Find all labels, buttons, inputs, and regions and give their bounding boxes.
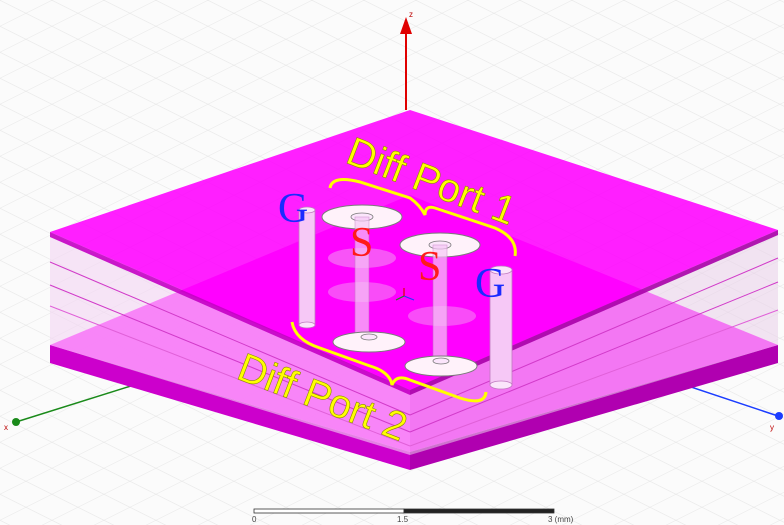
- signal-pad-bottom-right[interactable]: [404, 355, 478, 377]
- port2-brace: [290, 321, 488, 403]
- origin-triad-icon: [395, 288, 415, 301]
- y-axis-label: y: [770, 423, 774, 432]
- scale-tick-mid: 1.5: [397, 515, 409, 524]
- vias: [298, 204, 513, 390]
- middle-layers: [49, 230, 779, 455]
- ground-via-right[interactable]: [489, 265, 513, 390]
- signal-label-right: S: [418, 244, 441, 290]
- x-axis: x: [4, 379, 151, 432]
- ground-via-left[interactable]: [298, 206, 316, 329]
- ground-label-right: G: [475, 261, 505, 307]
- signal-label-left: S: [350, 220, 373, 266]
- scale-tick-0: 0: [252, 515, 257, 524]
- scale-bar: 0 1.5 3 (mm): [252, 508, 574, 524]
- port1-brace: [328, 178, 517, 257]
- ground-label-left: G: [278, 186, 308, 232]
- x-axis-label: x: [4, 423, 8, 432]
- signal-pad-bottom-left[interactable]: [332, 331, 406, 353]
- z-axis-label: z: [409, 10, 413, 19]
- z-axis: z: [400, 10, 413, 110]
- scale-tick-end: 3 (mm): [548, 515, 574, 524]
